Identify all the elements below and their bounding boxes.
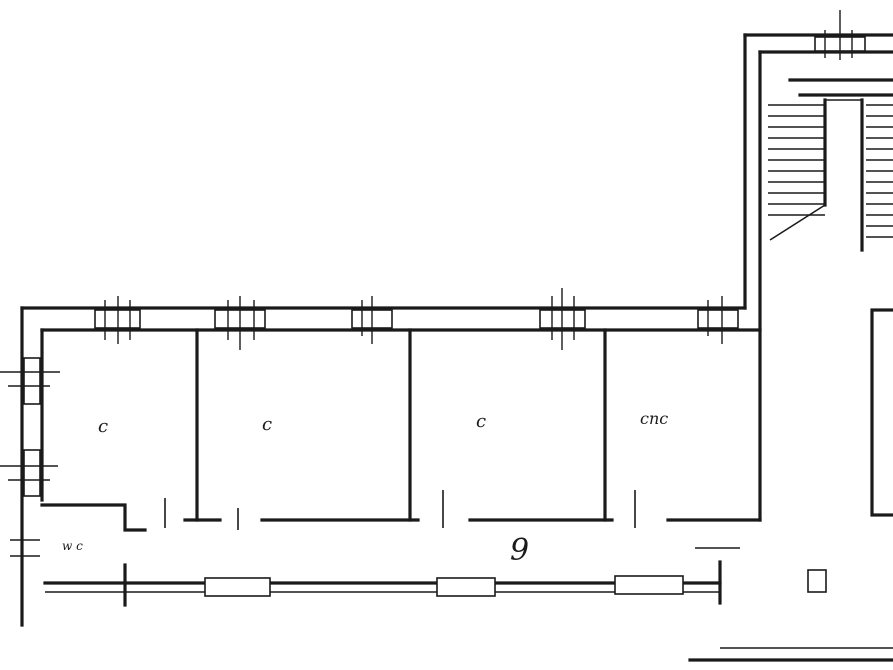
room-label-3: c (476, 411, 486, 432)
room-label-1: c (98, 416, 108, 437)
room-label-4: cnc (640, 409, 668, 428)
left-windows (0, 357, 60, 557)
room-label-2: c (262, 414, 272, 435)
staircase (768, 78, 893, 252)
outer-walls (20, 33, 893, 662)
partition-walls (40, 328, 762, 549)
right-details (807, 308, 893, 593)
corridor-windows (123, 560, 722, 607)
corridor-label: 9 (510, 533, 529, 568)
top-windows (94, 10, 866, 350)
wc-label: w c (62, 539, 83, 553)
